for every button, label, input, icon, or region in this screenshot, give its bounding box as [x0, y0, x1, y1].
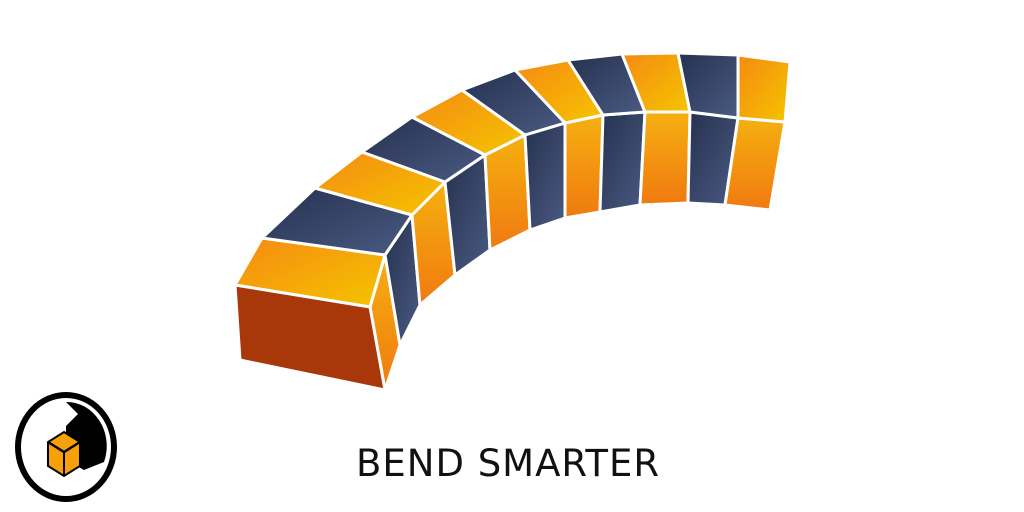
bar-side-segment — [563, 113, 605, 220]
bar-side-segment — [638, 110, 692, 207]
bar-side-segment — [598, 110, 647, 214]
bar-side-segment — [523, 121, 567, 232]
bar-top-segment — [736, 53, 792, 124]
cube-in-ring-logo-icon — [15, 392, 117, 502]
tagline: BEND SMARTER — [356, 442, 661, 485]
end-cap-face — [233, 283, 387, 392]
